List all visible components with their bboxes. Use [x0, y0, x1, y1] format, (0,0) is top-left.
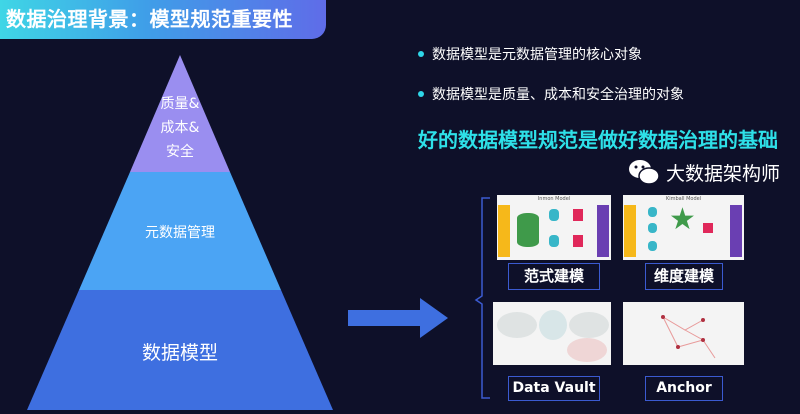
- pyramid-middle-tier: [79, 172, 281, 290]
- kimball-model-image: Kimball Model ★: [623, 195, 744, 260]
- brace-icon: [474, 197, 490, 399]
- watermark-text: 大数据架构师: [666, 162, 781, 185]
- bullet-text: 数据模型是质量、成本和安全治理的对象: [432, 87, 684, 103]
- arrow-icon: [348, 298, 448, 338]
- inmon-model-image: Inmon Model: [497, 195, 611, 260]
- data-vault-image: [493, 302, 611, 365]
- bullet-dot-icon: [418, 91, 424, 97]
- thumb-title: Inmon Model: [537, 196, 571, 202]
- top-label-line: 安全: [166, 144, 194, 160]
- pyramid-top-tier: [130, 55, 230, 172]
- top-label-line: 质量&: [160, 96, 200, 112]
- bullet-text: 数据模型是元数据管理的核心对象: [432, 47, 642, 63]
- star-icon: ★: [669, 202, 696, 237]
- pyramid-middle-label: 元数据管理: [145, 225, 215, 241]
- anchor-model-image: [623, 302, 744, 365]
- pyramid-top-label: 质量& 成本& 安全: [150, 92, 210, 164]
- pyramid-bottom-tier: [27, 290, 333, 410]
- bullet-item: 数据模型是元数据管理的核心对象: [418, 44, 642, 64]
- model-label: 范式建模: [508, 263, 600, 290]
- thumb-title: Kimball Model: [665, 196, 702, 202]
- top-label-line: 成本&: [160, 120, 200, 136]
- model-label: 维度建模: [645, 263, 723, 290]
- pyramid-bottom-label: 数据模型: [141, 342, 218, 364]
- model-label: Anchor: [645, 376, 723, 401]
- key-message: 好的数据模型规范是做好数据治理的基础: [418, 128, 778, 152]
- title-banner: 数据治理背景：模型规范重要性: [0, 0, 326, 39]
- bullet-item: 数据模型是质量、成本和安全治理的对象: [418, 84, 684, 104]
- bullet-dot-icon: [418, 51, 424, 57]
- wechat-icon: [629, 160, 660, 185]
- watermark: 大数据架构师: [628, 158, 780, 186]
- model-label: Data Vault: [508, 376, 600, 401]
